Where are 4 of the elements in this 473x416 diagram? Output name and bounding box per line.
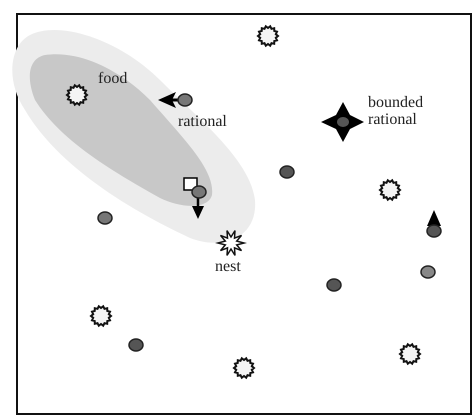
food-label: food	[98, 70, 128, 87]
agent-type-label: rational	[178, 113, 227, 130]
nest-label: nest	[215, 258, 241, 275]
agent-type-label: bounded rational	[368, 94, 424, 128]
